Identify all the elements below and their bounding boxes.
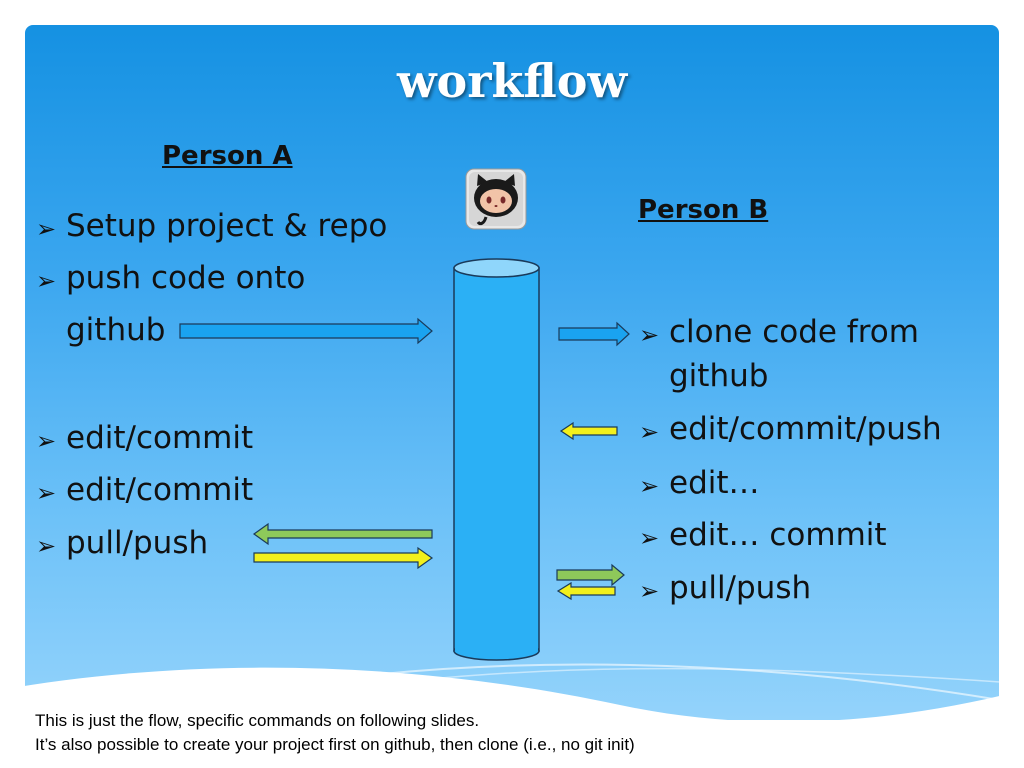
person-a-item: edit/commit xyxy=(66,472,254,508)
push-back-arrow xyxy=(559,421,618,441)
slide-title: workflow xyxy=(396,54,628,108)
person-a-item: edit/commit xyxy=(66,420,254,456)
footer-note: It’s also possible to create your projec… xyxy=(35,735,635,754)
arrowhead-bullet-icon: ➢ xyxy=(639,321,660,349)
footer-note: This is just the flow, specific commands… xyxy=(35,711,480,730)
arrowhead-bullet-icon: ➢ xyxy=(639,472,660,500)
arrowhead-bullet-icon: ➢ xyxy=(639,577,660,605)
arrowhead-bullet-icon: ➢ xyxy=(36,479,57,507)
person-b-item: clone code from xyxy=(669,314,919,350)
person-b-item: edit… commit xyxy=(669,517,887,553)
person-b-item: edit/commit/push xyxy=(669,411,942,447)
pull-arrow xyxy=(556,563,625,587)
person-b-item: pull/push xyxy=(669,570,812,606)
person-b-heading: Person B xyxy=(638,195,769,225)
person-a-item: github xyxy=(66,312,166,348)
arrowhead-bullet-icon: ➢ xyxy=(36,267,57,295)
push-arrow xyxy=(179,317,433,345)
person-a-item: push code onto xyxy=(66,260,306,296)
person-a-heading: Person A xyxy=(162,141,293,171)
arrowhead-bullet-icon: ➢ xyxy=(639,524,660,552)
push-arrow xyxy=(253,546,434,570)
arrowhead-bullet-icon: ➢ xyxy=(36,215,57,243)
arrowhead-bullet-icon: ➢ xyxy=(36,532,57,560)
arrowhead-bullet-icon: ➢ xyxy=(639,418,660,446)
person-a-item: Setup project & repo xyxy=(66,208,388,244)
person-a-item: pull/push xyxy=(66,525,209,561)
pull-arrow xyxy=(252,522,433,546)
person-b-item: github xyxy=(669,358,769,394)
person-b-item: edit… xyxy=(669,465,760,501)
clone-arrow xyxy=(558,321,630,347)
arrowhead-bullet-icon: ➢ xyxy=(36,427,57,455)
push-back-arrow xyxy=(556,581,616,601)
